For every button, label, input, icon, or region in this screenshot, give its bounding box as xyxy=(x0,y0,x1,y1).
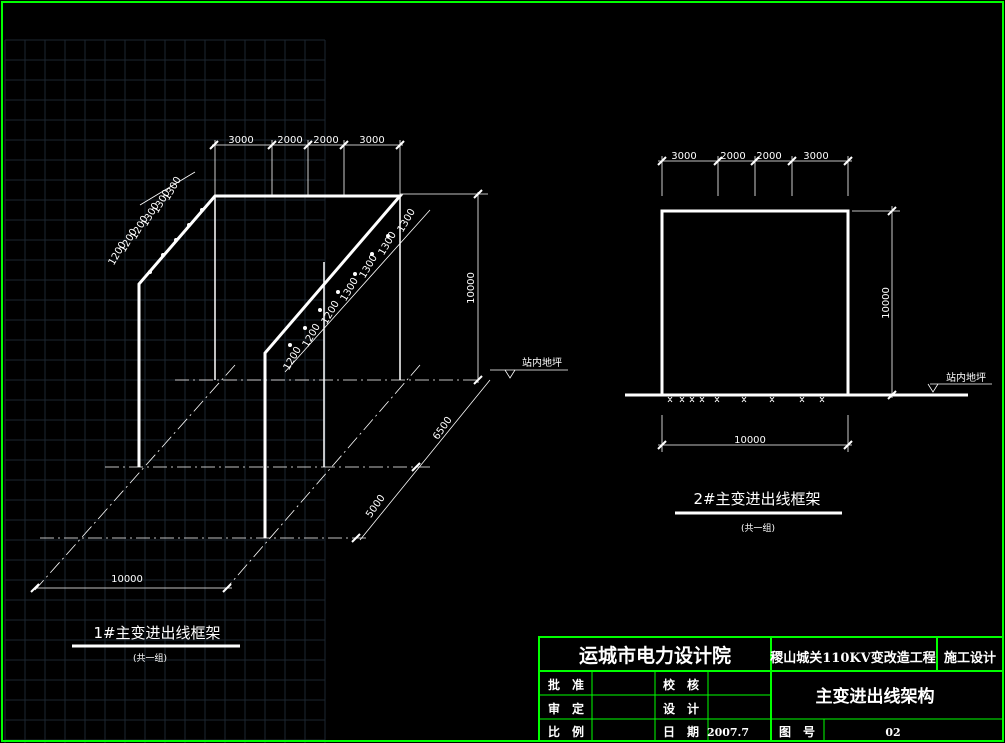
row-label: 比 例 xyxy=(548,724,584,739)
drawing1-title: 1#主变进出线框架 xyxy=(93,624,220,642)
dim-tick xyxy=(209,140,219,150)
slope-node xyxy=(336,290,340,294)
drawing1-dim-lines xyxy=(35,140,568,589)
top-dim-label: 3000 xyxy=(359,135,384,146)
slope-node xyxy=(161,253,165,257)
slope-node xyxy=(318,308,322,312)
ground-label: 站内地坪 xyxy=(522,356,562,369)
width-dim-label: 10000 xyxy=(111,574,143,585)
height-dim-label: 10000 xyxy=(466,272,477,304)
dim-tick xyxy=(713,156,723,166)
dim-tick xyxy=(843,156,853,166)
dim-tick xyxy=(473,375,483,385)
row-label: 设 计 xyxy=(663,701,699,716)
top-dim-label: 2000 xyxy=(277,135,302,146)
row-label: 审 定 xyxy=(548,701,584,716)
slope-node xyxy=(353,272,357,276)
slope-node xyxy=(200,208,204,212)
dim-tick xyxy=(267,140,277,150)
right-slope-dim-label: 1300 xyxy=(396,207,418,235)
dim-tick xyxy=(351,533,361,543)
right-slope-dim-label: 1200 xyxy=(301,322,323,350)
dim-tick xyxy=(473,189,483,199)
dim-tick xyxy=(657,440,667,450)
drawing1-ticks xyxy=(30,140,483,593)
dim-tick xyxy=(657,156,667,166)
right-slope-dim-label: 1300 xyxy=(358,253,380,281)
diag-centerline-1 xyxy=(34,364,236,591)
title-block xyxy=(538,636,1004,742)
drawing1-centerlines xyxy=(34,364,480,591)
slope-node xyxy=(174,238,178,242)
slope-node xyxy=(148,270,152,274)
slope-node xyxy=(187,223,191,227)
drawing1-subtitle: (共一组) xyxy=(133,652,167,664)
slope-node xyxy=(386,234,390,238)
design-stage: 施工设计 xyxy=(944,650,996,666)
row-label: 校 核 xyxy=(663,677,699,692)
side-dim-label-a: 6500 xyxy=(431,415,455,442)
drawing2-frame-outline xyxy=(660,209,850,395)
dim-tick xyxy=(887,390,897,400)
dim-tick xyxy=(887,206,897,216)
drawing2-subtitle: (共一组) xyxy=(741,522,775,534)
right-slope-dim-label: 1200 xyxy=(320,299,342,327)
dim-tick xyxy=(303,140,313,150)
height-dim-label: 10000 xyxy=(881,287,892,319)
ground-symbol xyxy=(504,369,516,379)
ground-symbol xyxy=(927,383,939,393)
drawing1-frame-outline xyxy=(137,194,404,538)
drawing2-ticks xyxy=(657,156,897,450)
side-dim-label-b: 5000 xyxy=(364,493,388,520)
dim-tick xyxy=(339,140,349,150)
drawing-name: 主变进出线架构 xyxy=(816,686,935,707)
side-dim-line xyxy=(359,379,491,541)
dim-tick xyxy=(395,140,405,150)
drawing-no: 02 xyxy=(885,726,900,739)
foundation-hatch xyxy=(667,396,825,403)
date-value: 2007.7 xyxy=(707,726,749,739)
drawing-no-label: 图 号 xyxy=(779,724,815,739)
slope-dim-labels: 1200120012001300130013001200120012001300… xyxy=(107,175,418,373)
ground-label: 站内地坪 xyxy=(946,371,986,384)
top-dim-label: 3000 xyxy=(228,135,253,146)
top-dim-label: 2000 xyxy=(313,135,338,146)
drawing2-frame xyxy=(625,156,992,452)
drawing2-labels: 3000 2000 2000 3000 10000 站内地坪 10000 2#主… xyxy=(671,151,986,534)
right-slope-dim-label: 1300 xyxy=(339,276,361,304)
row-label: 批 准 xyxy=(548,677,584,692)
row-label: 日 期 xyxy=(663,724,699,739)
dim-tick xyxy=(843,440,853,450)
slope-node xyxy=(370,252,374,256)
dim-tick xyxy=(750,156,760,166)
drawing2-dim-lines xyxy=(658,156,992,452)
top-dim-label: 3000 xyxy=(671,151,696,162)
width-dim-label: 10000 xyxy=(734,435,766,446)
slope-node xyxy=(303,326,307,330)
diag-centerline-2 xyxy=(224,364,421,591)
dim-tick xyxy=(222,583,232,593)
project-name: 稷山城关110KV变改造工程 xyxy=(770,650,936,666)
org-name: 运城市电力设计院 xyxy=(579,644,731,667)
top-dim-label: 3000 xyxy=(803,151,828,162)
drawing1-frame xyxy=(30,140,568,593)
top-dim-label: 2000 xyxy=(720,151,745,162)
dim-tick xyxy=(787,156,797,166)
left-slope-dim-line xyxy=(139,171,196,206)
slope-node xyxy=(288,343,292,347)
dim-tick xyxy=(411,462,421,472)
right-slope-dim-line xyxy=(284,209,431,373)
drawing2-title: 2#主变进出线框架 xyxy=(693,490,820,508)
top-dim-label: 2000 xyxy=(756,151,781,162)
title-block-text: 运城市电力设计院 稷山城关110KV变改造工程 施工设计 主变进出线架构 批 准… xyxy=(548,644,996,739)
dim-tick xyxy=(30,583,40,593)
